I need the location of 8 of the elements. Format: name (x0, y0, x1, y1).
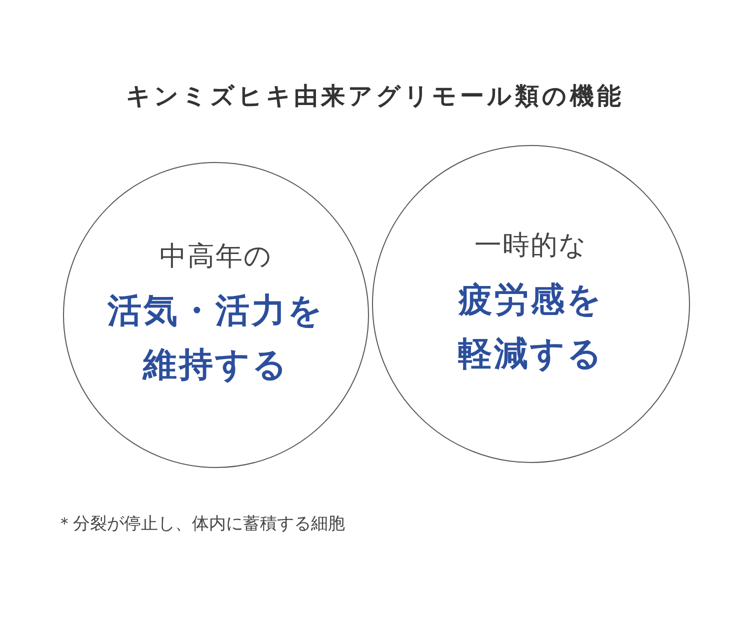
node-text: 疲労感を軽減する (457, 278, 605, 376)
circle-node (372, 145, 690, 463)
title: キンミズヒキ由来アグリモール類の機能 (125, 81, 625, 112)
node-text: 活気・活力を維持する (106, 290, 326, 387)
circle-node (63, 162, 369, 468)
node-heading: 中高年の (160, 240, 272, 274)
footnote: ＊分裂が停止し、体内に蓄積する細胞 (56, 513, 345, 535)
node-heading: 一時的な (474, 228, 588, 263)
